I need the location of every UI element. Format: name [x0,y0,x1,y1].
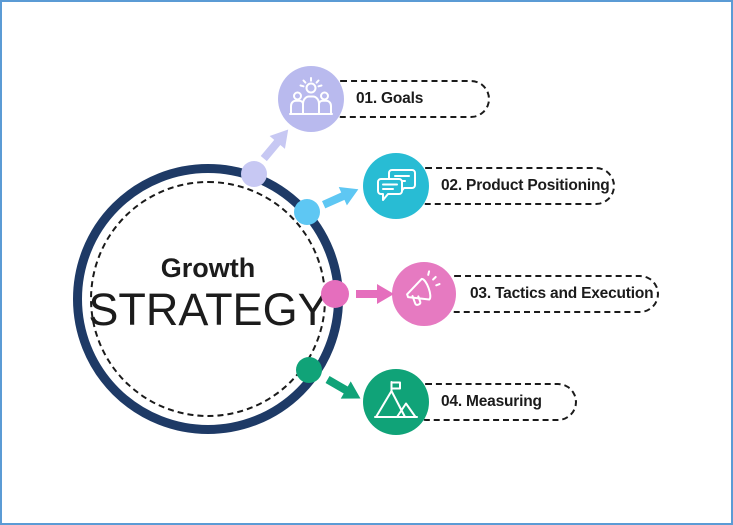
circle-title: Growth STRATEGY [82,169,334,421]
item-pill-product-positioning: 02. Product Positioning [407,167,615,205]
growth-label: Growth [160,253,256,284]
connector-dot-measuring [296,357,322,383]
arrow-icon-measuring [325,376,361,399]
item-label: 03. Tactics and Execution [470,285,654,302]
icon-circle-goals [278,66,344,132]
item-label: 02. Product Positioning [441,177,610,194]
icon-circle-product-positioning [363,153,429,219]
connector-dot-goals [241,161,267,187]
team-people-sun-icon [289,77,333,115]
item-pill-measuring: 04. Measuring [407,383,577,421]
megaphone-icon [406,270,441,306]
connector-dot-product-positioning [294,199,320,225]
item-label: 04. Measuring [441,393,542,410]
strategy-label: STRATEGY [88,283,328,335]
arrow-icon-product-positioning [322,187,359,209]
item-label: 01. Goals [356,90,424,107]
arrow-icon-goals [260,129,289,162]
icon-circle-tactics-execution [392,262,456,326]
item-pill-tactics-execution: 03. Tactics and Execution [436,275,659,313]
icon-circle-measuring [363,369,429,435]
chat-bubbles-icon [377,169,416,201]
arrow-icon-tactics-execution [356,284,394,304]
item-pill-goals: 01. Goals [322,80,490,118]
mountain-flag-icon [374,381,418,418]
connector-dot-tactics-execution [321,280,349,308]
